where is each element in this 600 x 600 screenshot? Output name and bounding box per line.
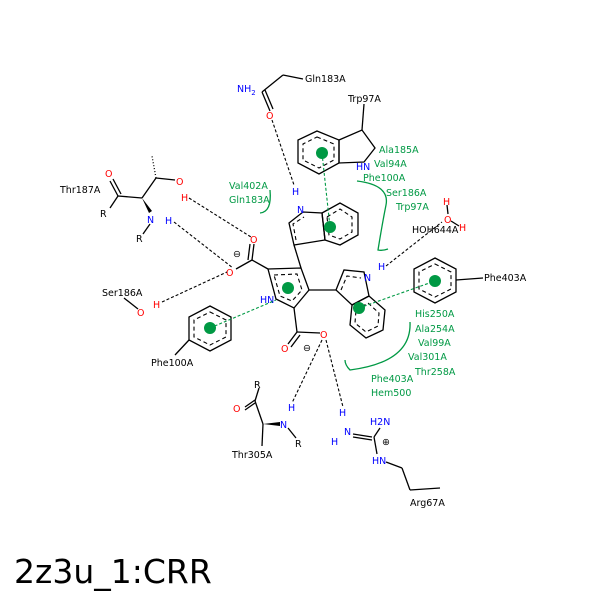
residue-label-phe100: Phe100A: [151, 358, 194, 369]
trp-hn-label: HN: [356, 162, 370, 173]
hydrophobic-label: Gln183A: [229, 195, 270, 206]
h-label: H: [443, 197, 450, 208]
ser186-residue: Ser186A O H: [102, 288, 160, 319]
indole-n-label: N: [364, 273, 371, 284]
arg67-residue: H N H H2N HN ⊕ Arg67A: [331, 408, 445, 509]
h-label: H: [153, 300, 160, 311]
residue-label-thr305: Thr305A: [231, 450, 273, 461]
positive-charge: ⊕: [382, 437, 390, 448]
oxygen-label: O: [137, 308, 144, 319]
residue-label-thr187: Thr187A: [59, 185, 101, 196]
oxygen-label: O: [281, 344, 288, 355]
residue-label-ser186: Ser186A: [102, 288, 143, 299]
h-label: H: [331, 437, 338, 448]
phe403-residue: Phe403A: [413, 257, 527, 304]
oxygen-label: O: [320, 330, 327, 341]
r-group-label: R: [136, 234, 143, 245]
h-label: H: [459, 223, 466, 234]
diagram-title: 2z3u_1:CRR: [14, 552, 212, 591]
hydrophobic-label: Val99A: [418, 338, 451, 349]
residue-label-trp97: Trp97A: [347, 94, 381, 105]
hydrophobic-label: Thr258A: [414, 367, 456, 378]
pi-interactions: [209, 152, 436, 329]
n-label: N: [280, 420, 287, 431]
indole-h-label: H: [378, 262, 385, 273]
hydrophobic-label: Val301A: [408, 352, 447, 363]
r-group-label: R: [254, 380, 261, 391]
h-label: H: [181, 193, 188, 204]
h2n-label: H2N: [370, 417, 390, 428]
hydrophobic-label: Phe403A: [371, 374, 414, 385]
residue-label-phe403: Phe403A: [484, 273, 527, 284]
hydrophobic-label: Trp97A: [395, 202, 429, 213]
trp97-residue: HN Trp97A: [297, 94, 381, 175]
h-label: H: [288, 403, 295, 414]
ring-centroid: [282, 282, 294, 294]
lower-carboxylate: O O ⊖: [281, 307, 327, 355]
thr187-residue: O R N H R O H Thr187A: [59, 155, 188, 245]
indole-h-label: H: [292, 187, 299, 198]
phe100-residue: Phe100A: [151, 305, 232, 369]
residue-label-arg67: Arg67A: [410, 498, 445, 509]
upper-carboxylate: O O ⊖: [226, 235, 269, 279]
upper-indole: N H: [288, 187, 359, 269]
oxygen-label: O: [226, 268, 233, 279]
right-indole: N H: [309, 262, 386, 339]
hydrophobic-label: Val94A: [374, 159, 407, 170]
hydrophobic-label: His250A: [415, 309, 455, 320]
thr305-residue: O R N H R Thr305A: [231, 380, 302, 461]
ring-centroid: [324, 221, 336, 233]
h-label: H: [165, 216, 172, 227]
negative-charge: ⊖: [233, 249, 241, 260]
hydrogen-bonds: [161, 119, 443, 408]
nh-label: HN: [372, 456, 386, 467]
r-group-label: R: [100, 209, 107, 220]
negative-charge: ⊖: [303, 343, 311, 354]
residue-label-hoh644: HOH644A: [412, 225, 459, 236]
hydrophobic-label: Hem500: [371, 388, 411, 399]
hydrophobic-label: Ala254A: [415, 324, 455, 335]
gln183-residue: NH2 O Gln183A: [237, 74, 346, 122]
hydrophobic-label: Val402A: [229, 181, 268, 192]
oxygen-label: O: [105, 169, 112, 180]
hydrophobic-label: Ser186A: [386, 188, 427, 199]
hydrophobic-label: Phe100A: [363, 173, 406, 184]
oxygen-label: O: [250, 235, 257, 246]
pyrrole-nh-label: HN: [260, 295, 274, 306]
oxygen-label: O: [444, 215, 451, 226]
indole-n-label: N: [297, 205, 304, 216]
hydrophobic-contacts: Val402A Gln183A Ala185A Val94A Phe100A S…: [229, 145, 456, 399]
n-label: N: [344, 427, 351, 438]
h-label: H: [339, 408, 346, 419]
hydrophobic-label: Ala185A: [379, 145, 419, 156]
n-label: N: [147, 215, 154, 226]
water-hoh644: H O H HOH644A: [412, 197, 466, 236]
residue-label-gln183: Gln183A: [305, 74, 346, 85]
central-pyrrole: HN: [260, 267, 310, 309]
amide-nh2-label: NH2: [237, 84, 256, 97]
oxygen-label: O: [176, 177, 183, 188]
oxygen-label: O: [266, 111, 273, 122]
oxygen-label: O: [233, 404, 240, 415]
r-group-label: R: [295, 439, 302, 450]
